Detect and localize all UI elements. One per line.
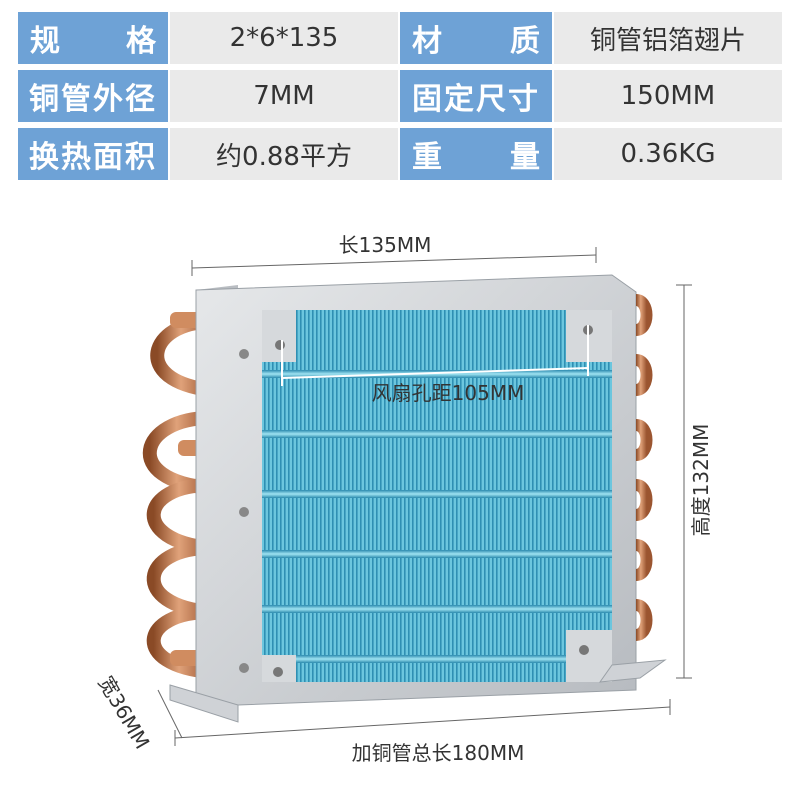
length-dimension: 长135MM bbox=[191, 233, 597, 276]
rivet bbox=[239, 663, 249, 673]
copper-stubs-right bbox=[634, 294, 653, 641]
spec-value-tube-diameter: 7MM bbox=[170, 70, 398, 122]
total-length-dimension: 加铜管总长180MM bbox=[174, 699, 671, 765]
fan-hole-dimension: 风扇孔距105MM bbox=[281, 325, 589, 405]
spec-label-mount-size: 固定尺寸 bbox=[400, 70, 552, 122]
aluminum-fins bbox=[262, 310, 612, 682]
spec-value-material: 铜管铝箔翅片 bbox=[554, 12, 782, 64]
rivet bbox=[239, 349, 249, 359]
width-label: 宽36MM bbox=[94, 672, 155, 753]
base-foot bbox=[169, 684, 239, 723]
height-label: 高度132MM bbox=[689, 424, 713, 537]
spec-table: 规格 2*6*135 材质 铜管铝箔翅片 铜管外径 7MM 固定尺寸 150MM… bbox=[18, 12, 782, 184]
height-dimension: 高度132MM bbox=[676, 284, 713, 679]
spec-value-mount-size: 150MM bbox=[554, 70, 782, 122]
spec-label-heat-area: 换热面积 bbox=[18, 128, 168, 180]
corner-bracket bbox=[566, 630, 612, 682]
width-dimension: 宽36MM bbox=[94, 672, 183, 753]
spec-label-size: 规格 bbox=[18, 12, 168, 64]
spec-value-size: 2*6*135 bbox=[170, 12, 398, 64]
total-length-label: 加铜管总长180MM bbox=[352, 741, 525, 765]
spec-value-heat-area: 约0.88平方 bbox=[170, 128, 398, 180]
spec-label-material: 材质 bbox=[400, 12, 552, 64]
spec-value-weight: 0.36KG bbox=[554, 128, 782, 180]
length-label: 长135MM bbox=[339, 233, 432, 257]
base-foot bbox=[598, 659, 667, 683]
fan-hole-label: 风扇孔距105MM bbox=[372, 381, 525, 405]
spec-label-tube-diameter: 铜管外径 bbox=[18, 70, 168, 122]
mount-hole bbox=[275, 340, 285, 350]
mount-hole bbox=[579, 645, 589, 655]
rivet bbox=[239, 507, 249, 517]
spec-label-weight: 重量 bbox=[400, 128, 552, 180]
corner-bracket bbox=[262, 310, 296, 362]
mount-hole bbox=[273, 667, 283, 677]
